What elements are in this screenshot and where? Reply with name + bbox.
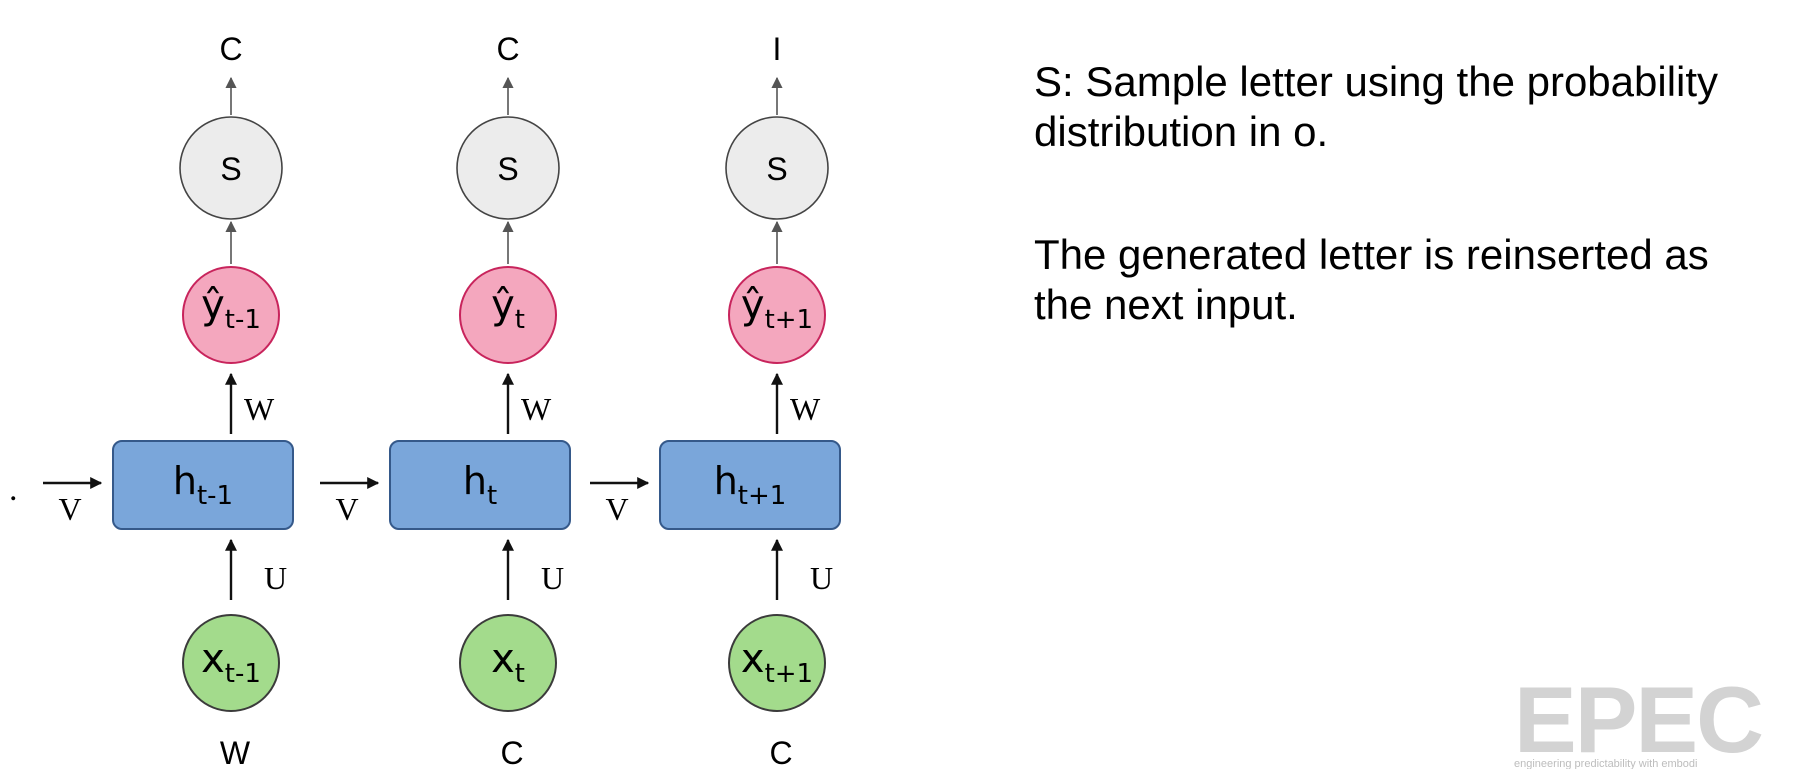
input-node-label-base: x: [491, 636, 515, 682]
v-weight-label: V: [58, 491, 81, 527]
output-node-label-base: ŷ: [741, 282, 765, 328]
output-node-label: ŷt-1: [201, 282, 261, 335]
hidden-state-label: ht: [463, 459, 497, 511]
output-node-label: ŷt+1: [741, 282, 813, 335]
u-weight-label: U: [541, 560, 564, 596]
input-node: [459, 614, 557, 712]
hidden-state-box: [389, 440, 571, 530]
input-node-label: xt+1: [741, 636, 813, 689]
input-letter: W: [220, 735, 251, 769]
input-letter: C: [500, 735, 523, 769]
input-node-label: xt: [491, 636, 525, 689]
w-weight-label: W: [521, 391, 552, 427]
sample-node: [725, 116, 829, 220]
u-weight-label: U: [810, 560, 833, 596]
hidden-state-label: ht+1: [714, 459, 787, 511]
sample-node: [456, 116, 560, 220]
input-node-label-base: x: [741, 636, 765, 682]
input-node-label: xt-1: [201, 636, 261, 689]
sample-node-label: S: [766, 151, 787, 187]
v-weight-label: V: [605, 491, 628, 527]
u-weight-label: U: [264, 560, 287, 596]
hidden-state-label: ht-1: [173, 459, 233, 511]
hidden-state-box: [659, 440, 841, 530]
input-node: [182, 614, 280, 712]
epec-logo: EPEC engineering predictability with emb…: [1510, 672, 1795, 769]
hidden-state-box: [112, 440, 294, 530]
hidden-state-label-base: h: [714, 459, 738, 503]
output-node-label-subscript: t: [515, 305, 525, 335]
output-node: [182, 266, 280, 364]
v-weight-label: V: [335, 491, 358, 527]
input-letter: C: [769, 735, 792, 769]
input-node-label-subscript: t+1: [765, 659, 814, 689]
w-weight-label: W: [790, 391, 821, 427]
hidden-state-label-base: h: [463, 459, 487, 503]
sample-note: S: Sample letter using the probability d…: [1034, 58, 1719, 156]
output-node-label-base: ŷ: [491, 282, 515, 328]
w-weight-label: W: [244, 391, 275, 427]
input-node: [728, 614, 826, 712]
output-node-label-base: ŷ: [201, 282, 225, 328]
output-node: [728, 266, 826, 364]
hidden-state-label-subscript: t-1: [197, 481, 233, 511]
logo-wordmark: EPEC: [1514, 672, 1764, 769]
output-node: [459, 266, 557, 364]
output-node-label-subscript: t-1: [225, 305, 261, 335]
logo-tagline: engineering predictability with embodi: [1514, 758, 1698, 769]
output-letter: C: [496, 31, 519, 67]
input-node-label-base: x: [201, 636, 225, 682]
output-node-label: ŷt: [491, 282, 525, 335]
output-letter: I: [773, 31, 782, 67]
sample-node: [179, 116, 283, 220]
input-node-label-subscript: t-1: [225, 659, 261, 689]
left-ellipsis: .: [9, 471, 18, 508]
sample-node-label: S: [220, 151, 241, 187]
input-node-label-subscript: t: [515, 659, 525, 689]
reinsert-note: The generated letter is reinserted as th…: [1034, 231, 1709, 329]
output-letter: C: [219, 31, 242, 67]
sample-node-label: S: [497, 151, 518, 187]
hidden-state-label-subscript: t+1: [738, 481, 787, 511]
output-node-label-subscript: t+1: [765, 305, 814, 335]
rnn-unrolled-diagram: CSŷt-1Wht-1Uxt-1WVCSŷtWhtUxtCVISŷt+1Wht+…: [9, 31, 841, 769]
hidden-state-label-subscript: t: [487, 481, 497, 511]
hidden-state-label-base: h: [173, 459, 197, 503]
